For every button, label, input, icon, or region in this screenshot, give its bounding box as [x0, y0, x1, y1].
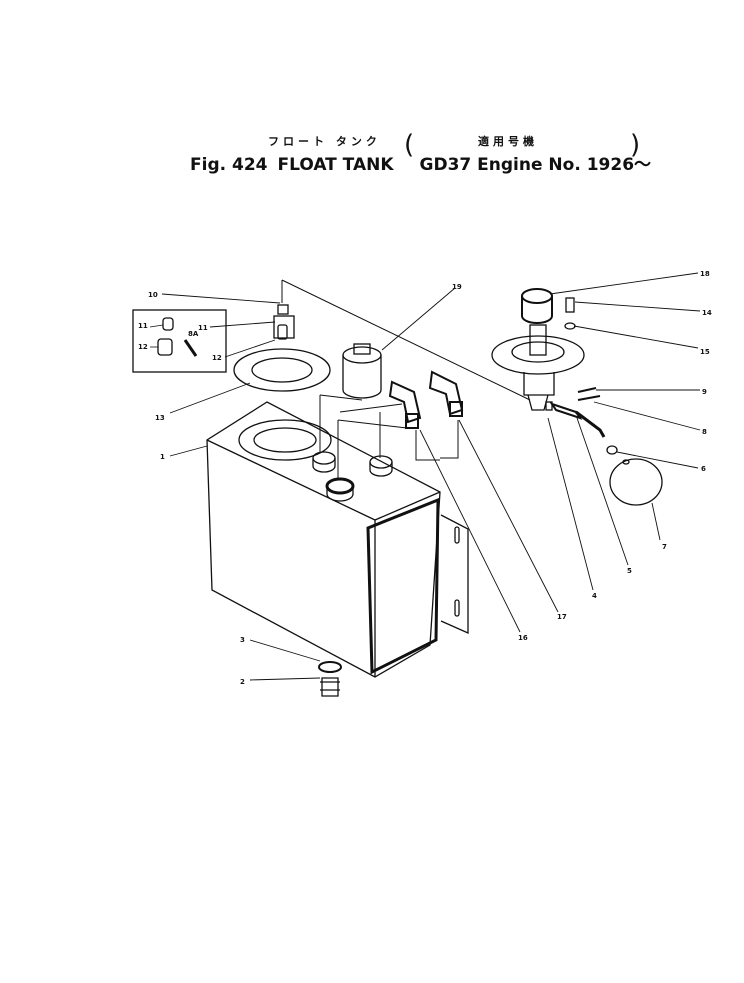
tank-body: [206, 401, 469, 678]
callout-18: 18: [700, 270, 710, 278]
applicability-text: GD37 Engine No. 1926～: [419, 155, 652, 175]
callout-7: 7: [662, 543, 667, 551]
bracket: [273, 304, 295, 340]
gasket: [233, 348, 331, 392]
callout-9: 9: [702, 388, 707, 396]
cap: [342, 343, 382, 399]
callout-16: 16: [518, 634, 528, 642]
callout-15: 15: [700, 348, 710, 356]
callout-3: 3: [240, 636, 245, 644]
callout-11: 11: [198, 324, 208, 332]
callout-13: 13: [155, 414, 165, 422]
figure-name: FLOAT TANK: [277, 155, 394, 175]
figure-title: Fig. 424 FLOAT TANK GD37 Engine No. 1926～: [190, 150, 661, 175]
callout-12: 12: [212, 354, 222, 362]
open-paren: (: [404, 130, 415, 160]
drain-plug: [318, 661, 342, 697]
callout-2: 2: [240, 678, 245, 686]
callout-19: 19: [452, 283, 462, 291]
callout-14: 14: [702, 309, 712, 317]
callout-8: 8: [702, 428, 707, 436]
inset-label-12: 12: [138, 343, 148, 351]
float-valve: [491, 288, 585, 411]
close-paren: ): [630, 130, 641, 160]
elbow-fitting-17: [428, 370, 464, 417]
callout-1: 1: [160, 453, 165, 461]
callout-5: 5: [627, 567, 632, 575]
float-arm: [549, 387, 663, 506]
applicability-japanese: 適用号機: [478, 135, 538, 148]
figure-number: Fig. 424: [190, 155, 268, 175]
callout-6: 6: [701, 465, 706, 473]
inset-label-8a: 8A: [188, 330, 199, 338]
title-japanese: フロート タンク: [268, 135, 381, 148]
inset-box: [132, 309, 227, 373]
inset-label-11: 11: [138, 322, 148, 330]
callout-17: 17: [557, 613, 567, 621]
callout-4: 4: [592, 592, 597, 600]
callout-10: 10: [148, 291, 158, 299]
elbow-fitting-16: [388, 380, 422, 429]
